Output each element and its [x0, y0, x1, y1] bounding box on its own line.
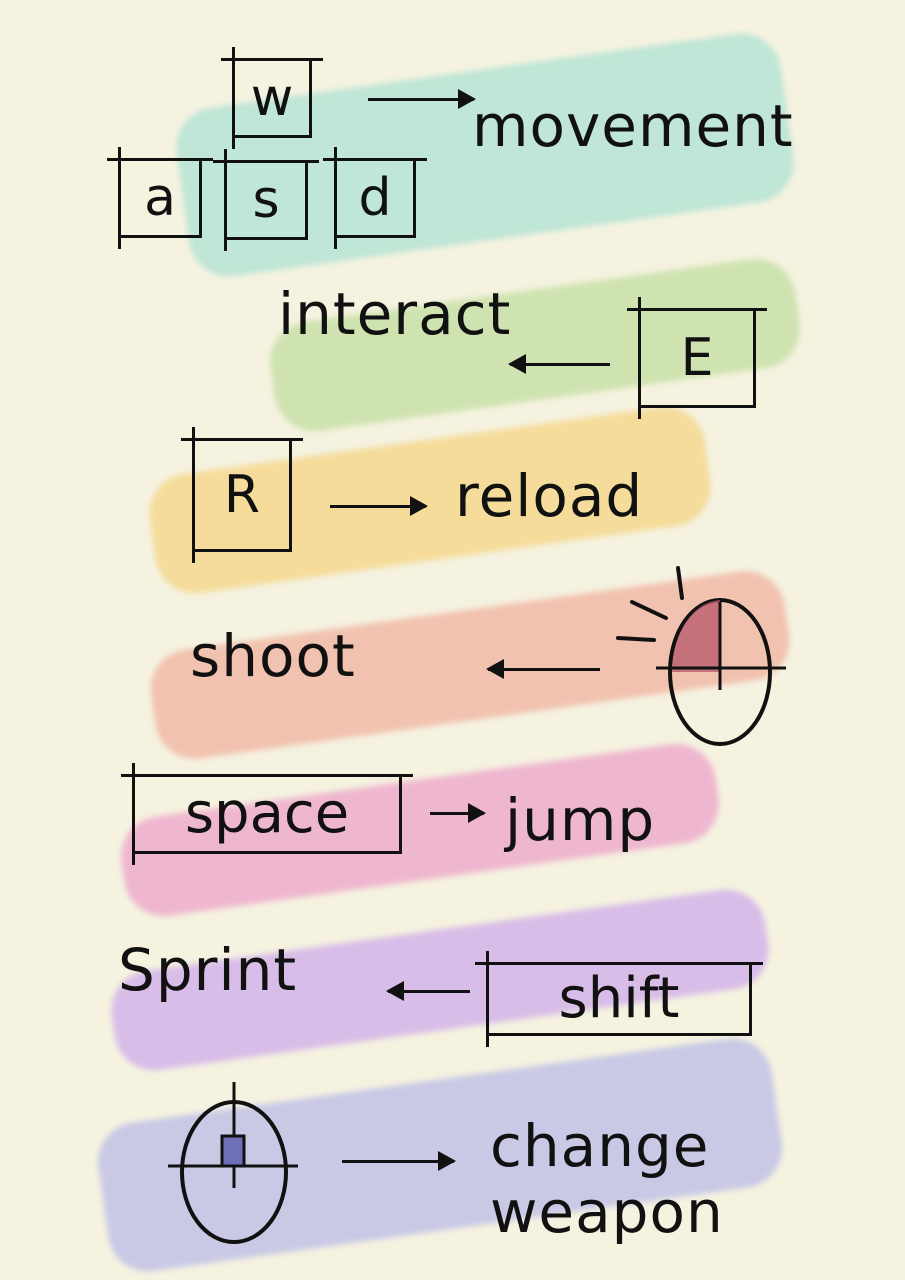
space-key: space [121, 763, 413, 865]
arrow-right-icon [342, 1151, 456, 1171]
reload-label: reload [455, 462, 644, 530]
d-key-label: d [358, 168, 392, 228]
change-weapon-label-line1: change [490, 1112, 710, 1180]
arrow-right-icon [430, 803, 486, 823]
arrow-left-icon [486, 659, 600, 679]
arrow-left-icon [508, 354, 610, 374]
d-key: d [323, 147, 427, 249]
change-weapon-label-line2: weapon [490, 1178, 724, 1246]
e-key: E [627, 297, 767, 419]
w-key-label: w [250, 68, 294, 128]
r-key-label: R [223, 465, 261, 525]
shift-key: shift [475, 951, 763, 1047]
jump-label: jump [505, 786, 656, 854]
arrow-right-icon [330, 496, 428, 516]
interact-label: interact [278, 280, 512, 348]
space-key-label: space [184, 781, 350, 846]
s-key-label: s [252, 170, 280, 230]
shift-key-label: shift [558, 966, 680, 1031]
arrow-right-icon [368, 89, 476, 109]
a-key-label: a [144, 168, 176, 228]
movement-label: movement [472, 92, 794, 160]
a-key: a [107, 147, 213, 249]
sprint-label: Sprint [118, 936, 298, 1004]
mouse-scroll-wheel-icon [168, 1082, 298, 1244]
s-key: s [213, 149, 319, 251]
arrow-left-icon [386, 981, 470, 1001]
r-key: R [181, 427, 303, 563]
e-key-label: E [680, 328, 714, 388]
shoot-label: shoot [190, 622, 356, 690]
mouse-left-click-icon [616, 566, 786, 746]
w-key: w [221, 47, 323, 149]
